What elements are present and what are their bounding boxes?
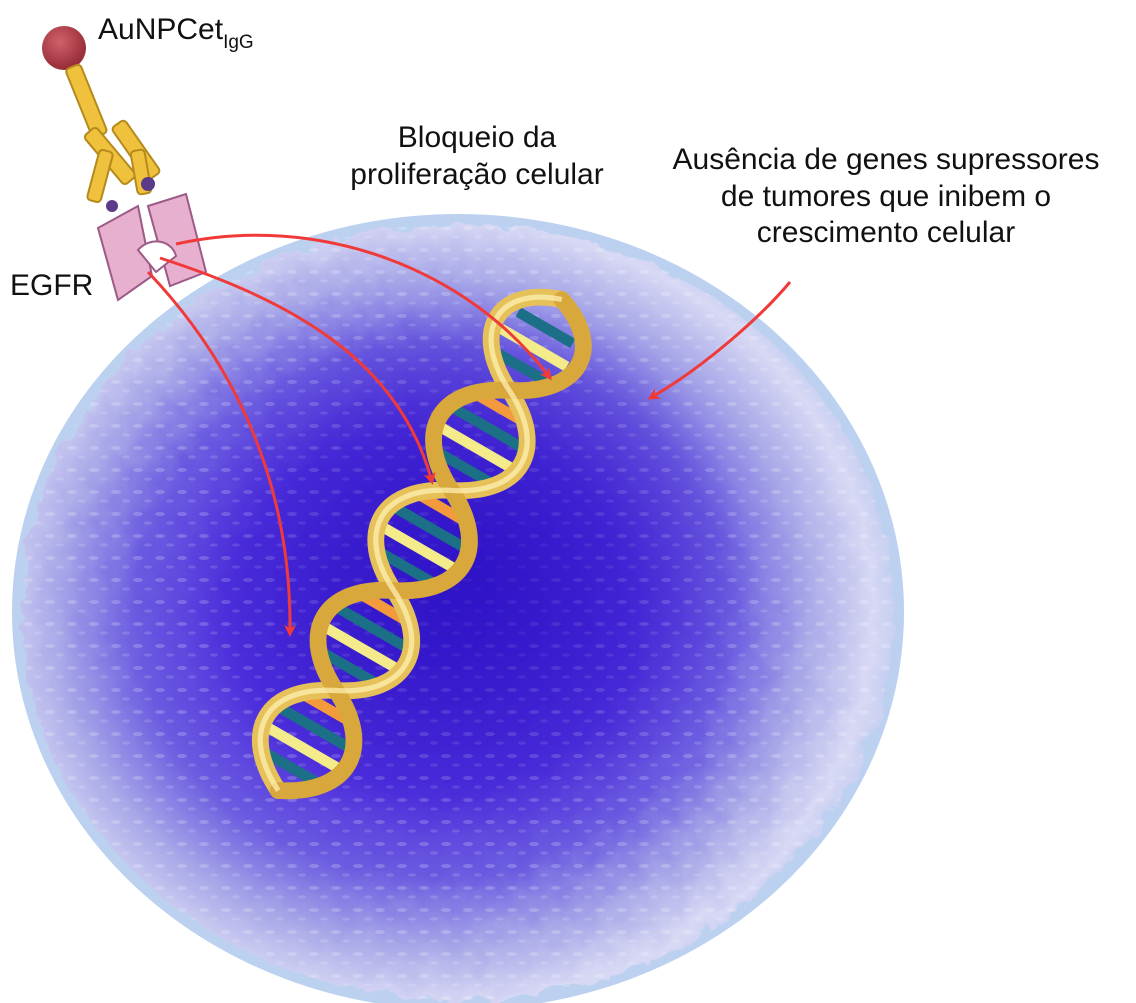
gold-nanoparticle <box>42 26 86 70</box>
blocking-label-line-2: proliferação celular <box>332 157 622 194</box>
antibody-conjugate <box>42 26 161 212</box>
genes-label-line-1: Ausência de genes supressores <box>636 142 1136 179</box>
genes-label-line-3: crescimento celular <box>636 215 1136 252</box>
blocking-label: Bloqueio da proliferação celular <box>332 120 622 193</box>
cell <box>12 214 904 1003</box>
nanoparticle-label: AuNPCetIgG <box>98 12 254 49</box>
nanoparticle-label-main: AuNPCet <box>98 13 223 46</box>
nanoparticle-label-subscript: IgG <box>223 32 254 53</box>
genes-label-line-2: de tumores que inibem o <box>636 179 1136 216</box>
blocking-label-line-1: Bloqueio da <box>332 120 622 157</box>
egfr-label: EGFR <box>10 268 93 305</box>
genes-label: Ausência de genes supressores de tumores… <box>636 142 1136 252</box>
